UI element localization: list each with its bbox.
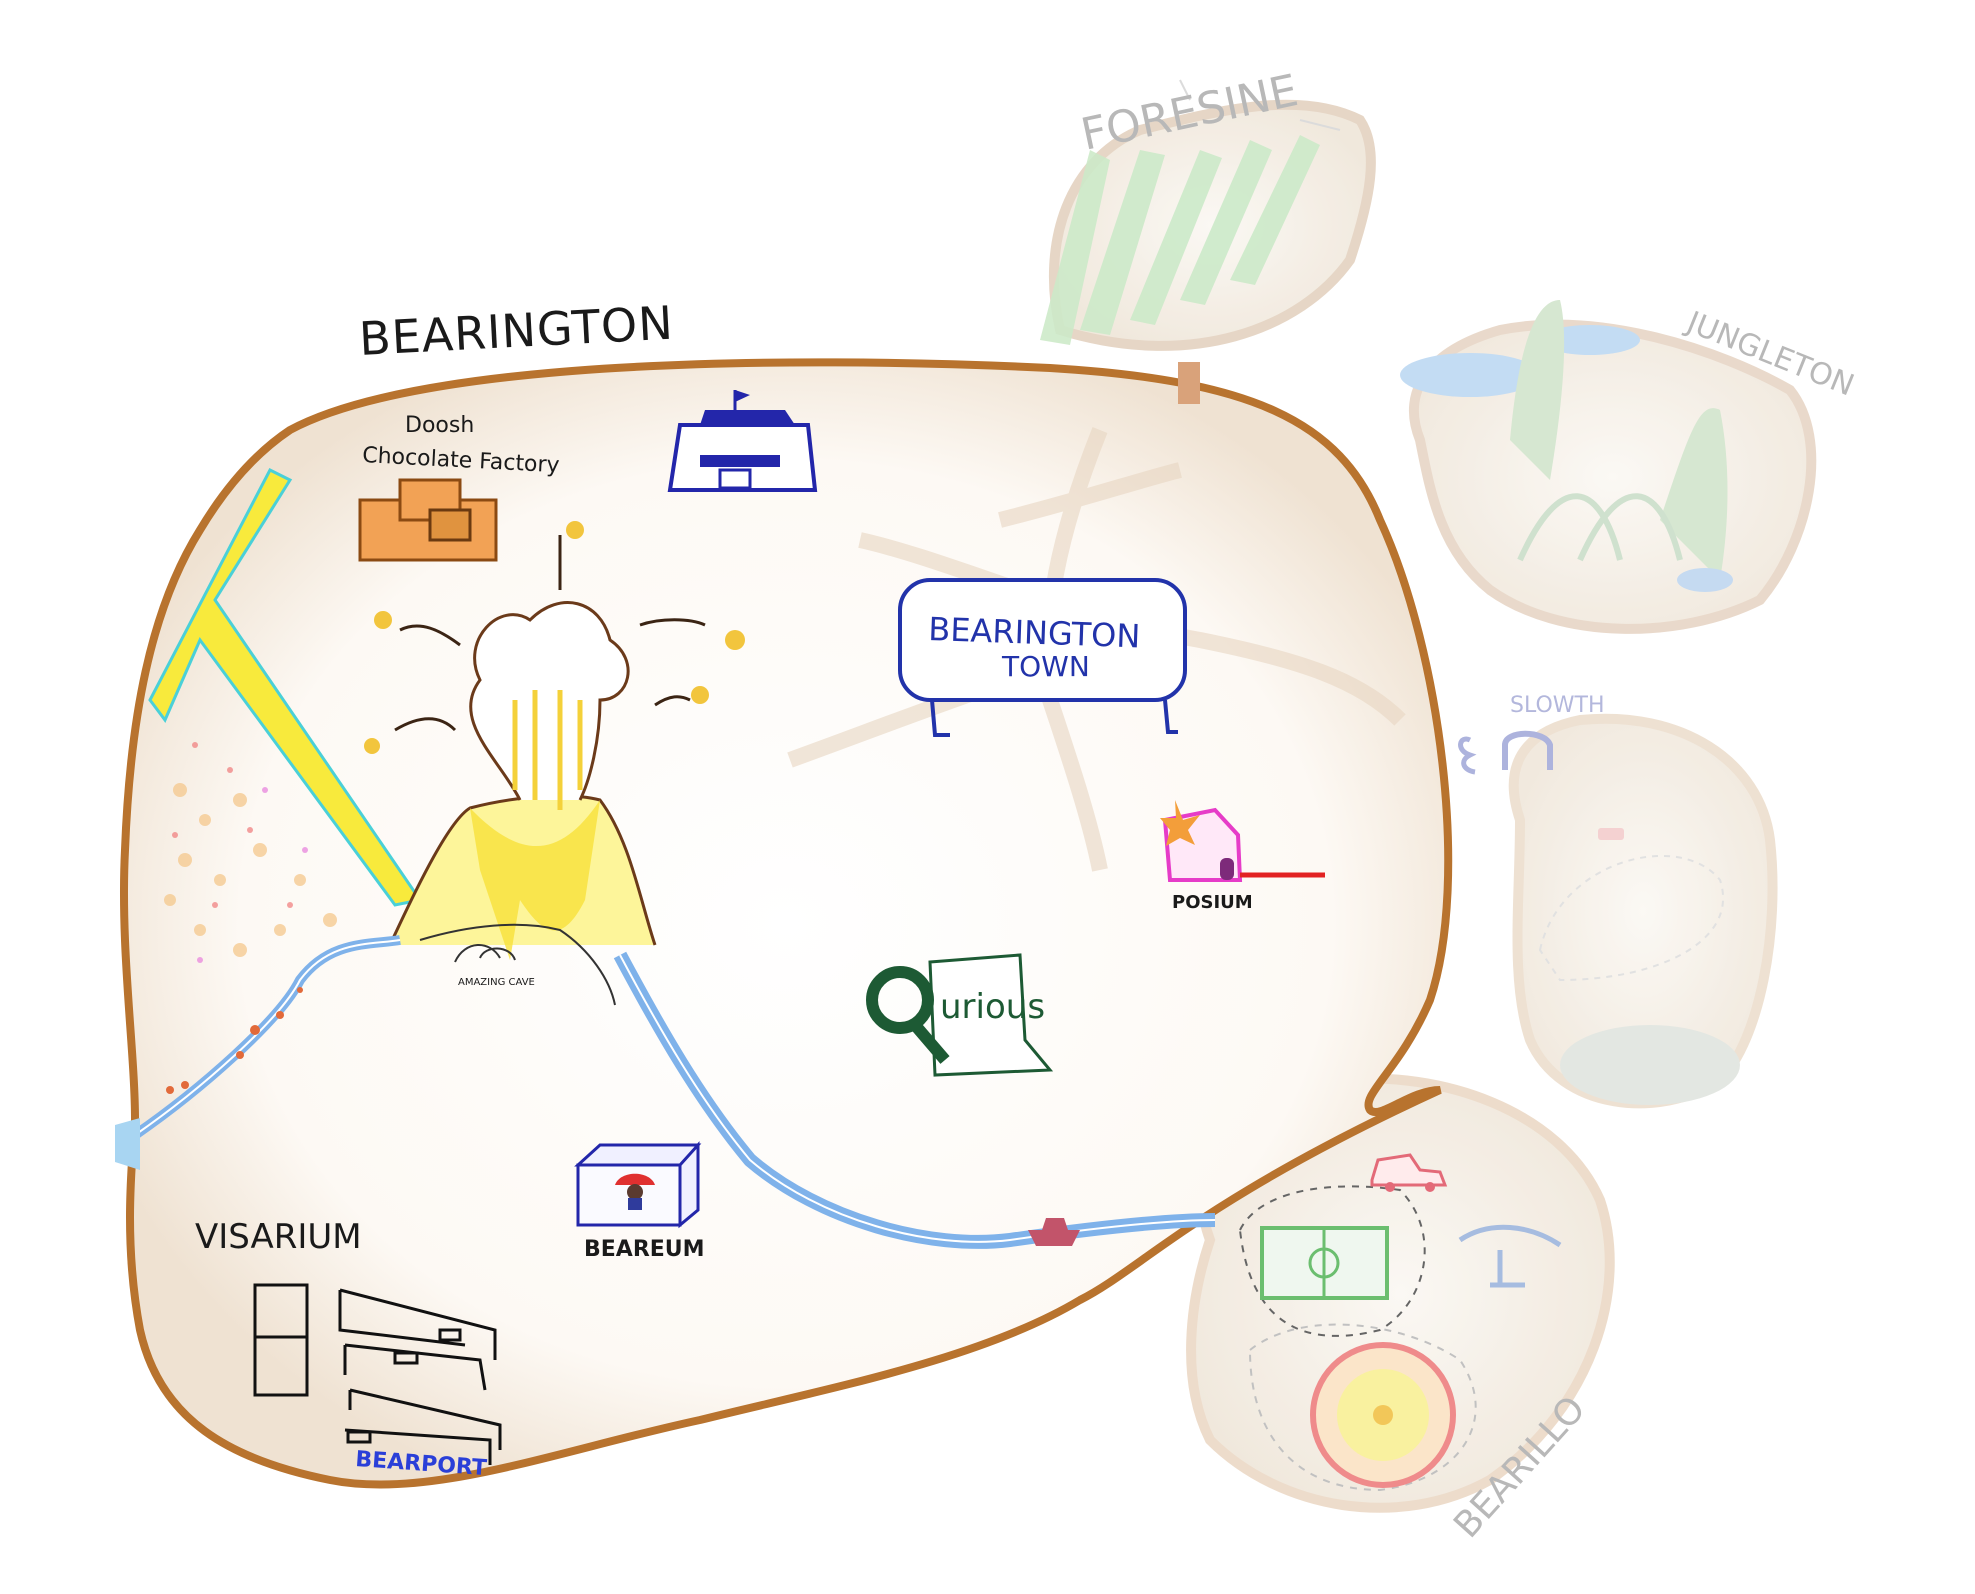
slowth-island: [1458, 713, 1778, 1109]
bearport-icon: [253, 1283, 502, 1465]
school-icon: [667, 390, 818, 492]
river-west: [115, 935, 401, 1170]
ferris-wheel-icon: [1310, 1342, 1456, 1488]
place-label-curious: urious: [940, 987, 1045, 1027]
bearillo-island: [1186, 1073, 1615, 1513]
town-sign-line1: BEARINGTON: [928, 610, 1141, 655]
town-sign: [898, 578, 1187, 737]
curious-icon: [866, 953, 1054, 1077]
place-label-amazing-cave: AMAZING CAVE: [458, 977, 535, 988]
volcano: [364, 521, 745, 960]
chocolate-factory-icon: [358, 478, 498, 562]
region-label-slowth: SLOWTH: [1510, 693, 1605, 718]
map-title: BEARINGTON: [358, 296, 675, 366]
bridge: [1178, 362, 1200, 404]
posium-icon: [1160, 800, 1325, 882]
river-main: [613, 951, 1216, 1249]
jungleton-island: [1400, 300, 1817, 634]
car-icon: [1370, 1153, 1448, 1192]
carousel-icon: [1458, 1224, 1562, 1288]
foresine-island: [1040, 79, 1376, 351]
boat-icon: [1028, 1218, 1080, 1246]
place-label-beareum: BEAREUM: [584, 1237, 705, 1262]
town-sign-line2: TOWN: [1001, 650, 1090, 683]
beareum-icon: [574, 1141, 702, 1229]
place-label-posium: POSIUM: [1172, 892, 1253, 913]
place-label-doosh: Doosh: [405, 413, 474, 438]
region-label-visarium: VISARIUM: [195, 1217, 362, 1257]
amazing-cave: [419, 923, 616, 1006]
